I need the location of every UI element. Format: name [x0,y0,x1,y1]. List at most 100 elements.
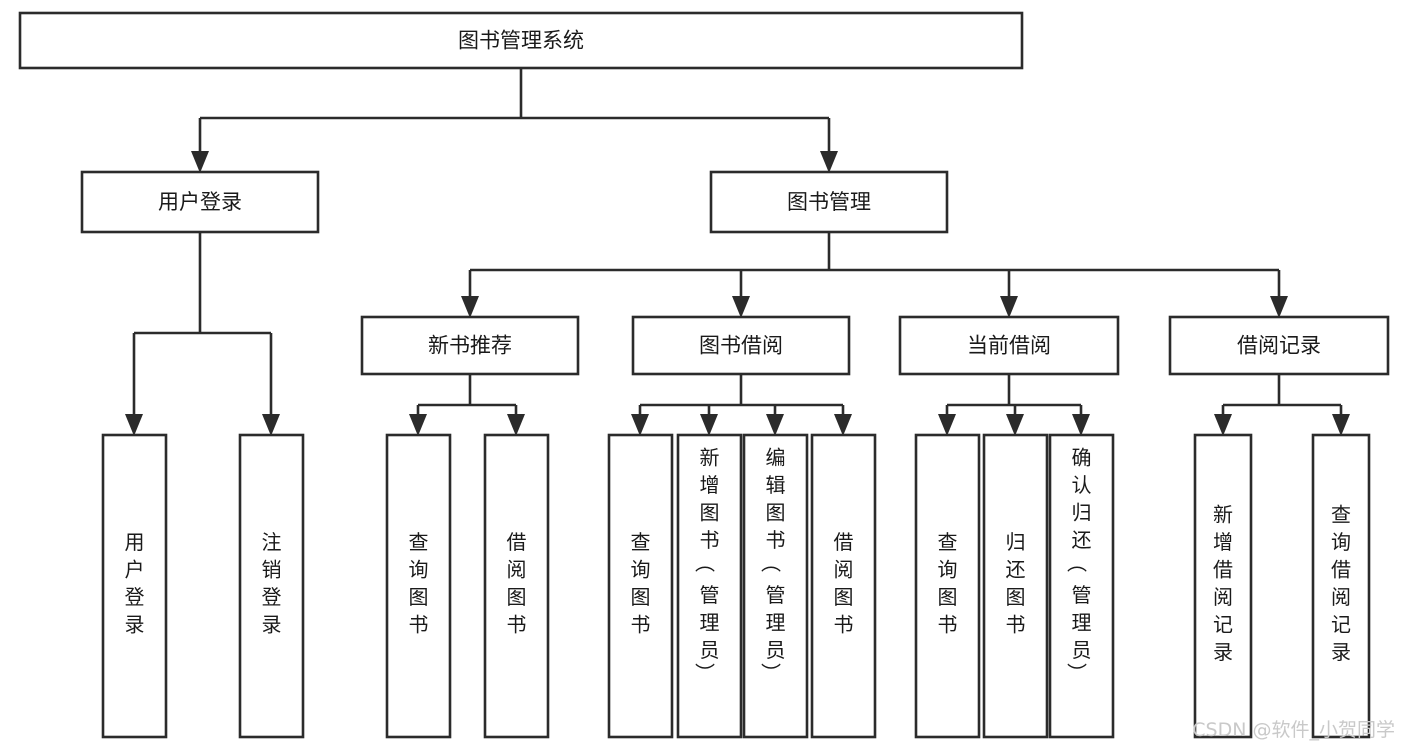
node-leaf-confirm-return-box[interactable] [1048,433,1115,739]
arrow-head-icon [262,414,280,436]
node-leaf-add-borrow-record-label-char: 新 [1213,502,1233,526]
node-leaf-edit-book-label-char: 图 [766,501,786,525]
node-leaf-borrow-book-2-label-char: 图 [834,585,854,609]
node-leaf-edit-book-label-char: ） [759,663,783,683]
current-borrow-drop-2 [1072,405,1090,436]
node-leaf-borrow-book-2-label-char: 借 [834,530,854,554]
node-leaf-add-book-label-char: 新 [700,446,720,470]
arrow-head-icon [766,414,784,436]
node-leaf-query-book-3-label-char: 图 [938,585,958,609]
node-leaf-confirm-return-label-char: 员 [1072,638,1092,662]
arrow-head-icon [820,151,838,173]
node-leaf-edit-book-label-char: 理 [766,611,786,635]
node-leaf-add-borrow-record-label-char: 借 [1213,557,1233,581]
node-leaf-user-login-box[interactable] [101,433,168,739]
node-root-system[interactable]: 图书管理系统 [18,11,1024,70]
node-leaf-confirm-return-label-char: 归 [1072,501,1092,525]
node-leaf-query-book-3-label-char: 查 [938,530,958,554]
node-leaf-user-logout-box[interactable] [238,433,305,739]
root-drop-0 [191,118,209,173]
node-borrow-record-label: 借阅记录 [1237,334,1321,358]
arrow-head-icon [191,151,209,173]
node-book-manage-box[interactable] [709,170,949,234]
node-leaf-add-borrow-record-label-char: 录 [1213,640,1233,664]
node-leaf-confirm-return-label-char: 管 [1072,583,1092,607]
node-leaf-query-borrow-record-box[interactable] [1311,433,1371,739]
watermark-label: CSDN @软件_小贺同学 [1192,719,1395,741]
node-leaf-query-book-3-label-char: 询 [938,557,958,581]
node-user-login[interactable]: 用户登录 [80,170,320,234]
node-leaf-edit-book-box[interactable] [742,433,809,739]
borrow-record-drop-0 [1214,405,1232,436]
user-login-drop-1 [262,333,280,436]
node-leaf-add-book-label-char: 员 [700,638,720,662]
node-leaf-user-logout-label-char: 注 [262,530,282,554]
user-login-drop-0 [125,333,143,436]
node-leaf-return-book-label-char: 图 [1006,585,1026,609]
node-leaf-query-book-3-box[interactable] [914,433,981,739]
node-leaf-return-book-label-char: 归 [1006,530,1026,554]
borrow-record-drop-1 [1332,405,1350,436]
node-current-borrow-box[interactable] [898,315,1120,376]
node-leaf-edit-book-label-char: （ [759,553,783,573]
node-new-book-recommend[interactable]: 新书推荐 [360,315,580,376]
node-leaf-query-book-1-box[interactable] [385,433,452,739]
node-leaf-borrow-book-2-box[interactable] [810,433,877,739]
node-leaf-user-login[interactable]: 用户登录 [101,433,168,739]
node-borrow-record[interactable]: 借阅记录 [1168,315,1390,376]
node-leaf-borrow-book-1-label-char: 阅 [507,557,527,581]
node-current-borrow[interactable]: 当前借阅 [898,315,1120,376]
node-leaf-add-book-label-char: 图 [700,501,720,525]
node-leaf-add-book-label-char: 增 [700,473,720,497]
node-leaf-add-borrow-record-box[interactable] [1193,433,1253,739]
node-new-book-recommend-label: 新书推荐 [428,334,512,358]
arrow-head-icon [834,414,852,436]
node-leaf-user-login-label-char: 户 [125,557,145,581]
node-leaf-add-book-label-char: 书 [700,528,720,552]
node-new-book-recommend-box[interactable] [360,315,580,376]
node-user-login-box[interactable] [80,170,320,234]
node-leaf-query-book-1-label-char: 图 [409,585,429,609]
arrow-head-icon [461,296,479,318]
node-leaf-borrow-book-1-label-char: 书 [507,612,527,636]
node-book-borrow[interactable]: 图书借阅 [631,315,851,376]
node-leaf-add-book-label-char: 理 [700,611,720,635]
arrow-head-icon [507,414,525,436]
arrow-head-icon [1072,414,1090,436]
node-leaf-query-book-2-box[interactable] [607,433,674,739]
node-root-system-box[interactable] [18,11,1024,70]
current-borrow-drop-1 [1006,405,1024,436]
node-leaf-borrow-book-1-box[interactable] [483,433,550,739]
node-book-manage[interactable]: 图书管理 [709,170,949,234]
node-leaf-add-book-box[interactable] [676,433,743,739]
node-leaf-return-book-label-char: 还 [1006,557,1026,581]
book-borrow-drop-3 [834,405,852,436]
node-leaf-user-login-label-char: 登 [125,585,145,609]
arrow-head-icon [732,296,750,318]
node-leaf-borrow-book-1-label-char: 图 [507,585,527,609]
node-book-borrow-box[interactable] [631,315,851,376]
node-borrow-record-box[interactable] [1168,315,1390,376]
node-leaf-return-book-box[interactable] [982,433,1049,739]
book-borrow-drop-1 [700,405,718,436]
node-leaf-edit-book-label-char: 辑 [766,473,786,497]
arrow-head-icon [1006,414,1024,436]
